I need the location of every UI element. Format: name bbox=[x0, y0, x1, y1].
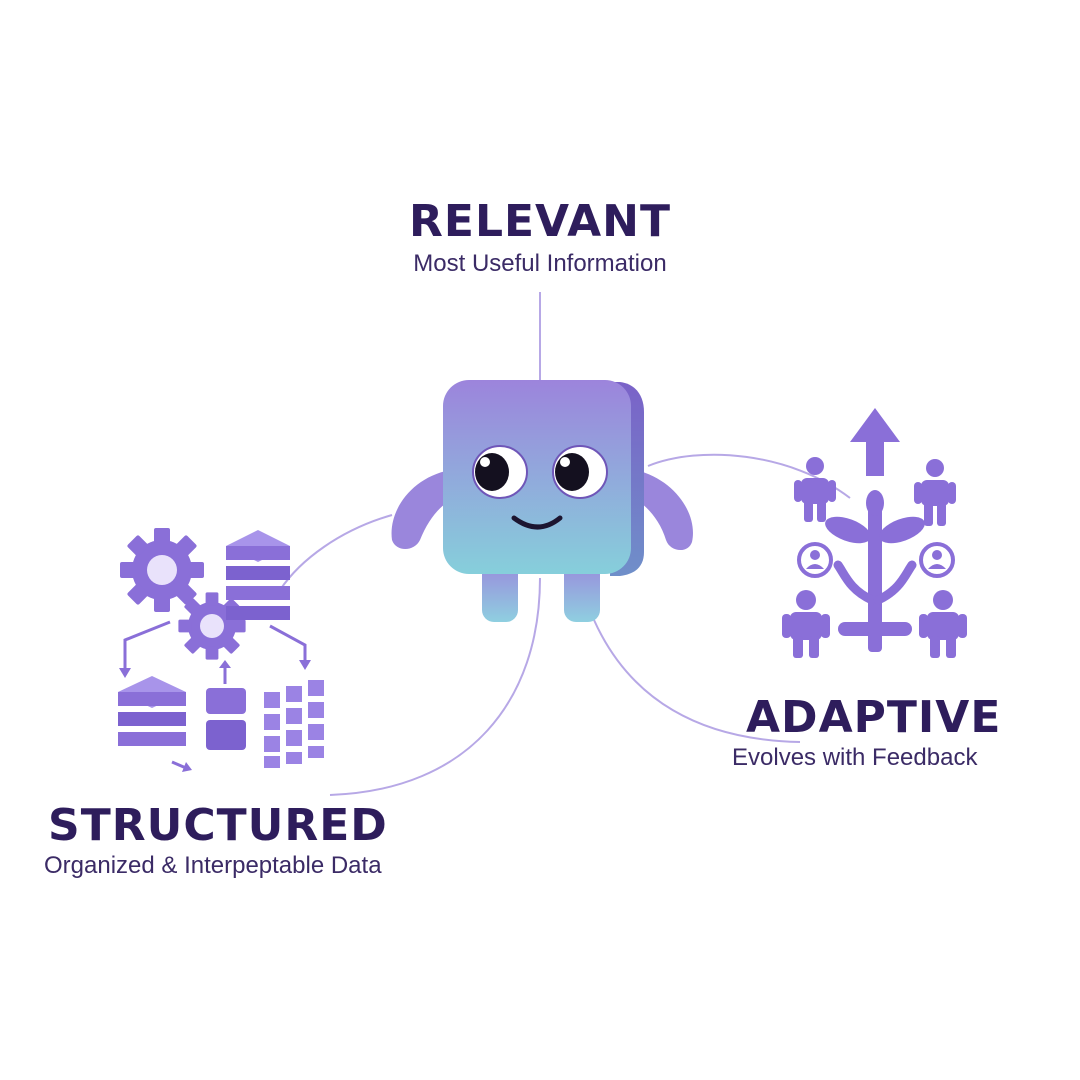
connector-structured-upper bbox=[279, 514, 393, 591]
user-circle-icon bbox=[797, 542, 833, 578]
adaptive-subtitle: Evolves with Feedback bbox=[732, 744, 978, 771]
tree-icon bbox=[825, 490, 925, 652]
mascot-left-arm bbox=[391, 470, 452, 549]
relevant-title: RELEVANT bbox=[409, 196, 671, 247]
mascot-left-leg bbox=[482, 560, 518, 622]
database-stack-icon bbox=[118, 676, 186, 746]
arrow-icon bbox=[123, 620, 307, 770]
adaptive-title: ADAPTIVE bbox=[746, 692, 1002, 743]
mascot-right-leg bbox=[564, 560, 600, 622]
connector-structured-lower bbox=[329, 577, 541, 796]
grid-icon bbox=[264, 680, 324, 768]
mascot-face bbox=[443, 380, 631, 574]
mascot-smile bbox=[511, 515, 563, 530]
database-stack-icon bbox=[206, 688, 246, 750]
person-icon bbox=[919, 590, 967, 658]
person-icon bbox=[914, 459, 956, 526]
person-icon bbox=[782, 590, 830, 658]
mascot-right-arm bbox=[636, 470, 693, 551]
arrow-up-icon bbox=[850, 408, 900, 476]
database-stack-icon bbox=[226, 530, 290, 620]
person-icon bbox=[794, 457, 836, 522]
gear-icon bbox=[178, 592, 246, 660]
structured-title: STRUCTURED bbox=[48, 800, 388, 851]
user-circle-icon bbox=[919, 542, 955, 578]
structured-subtitle: Organized & Interpeptable Data bbox=[44, 852, 382, 879]
relevant-subtitle: Most Useful Information bbox=[413, 250, 667, 277]
connector-adaptive-lower bbox=[593, 619, 801, 743]
